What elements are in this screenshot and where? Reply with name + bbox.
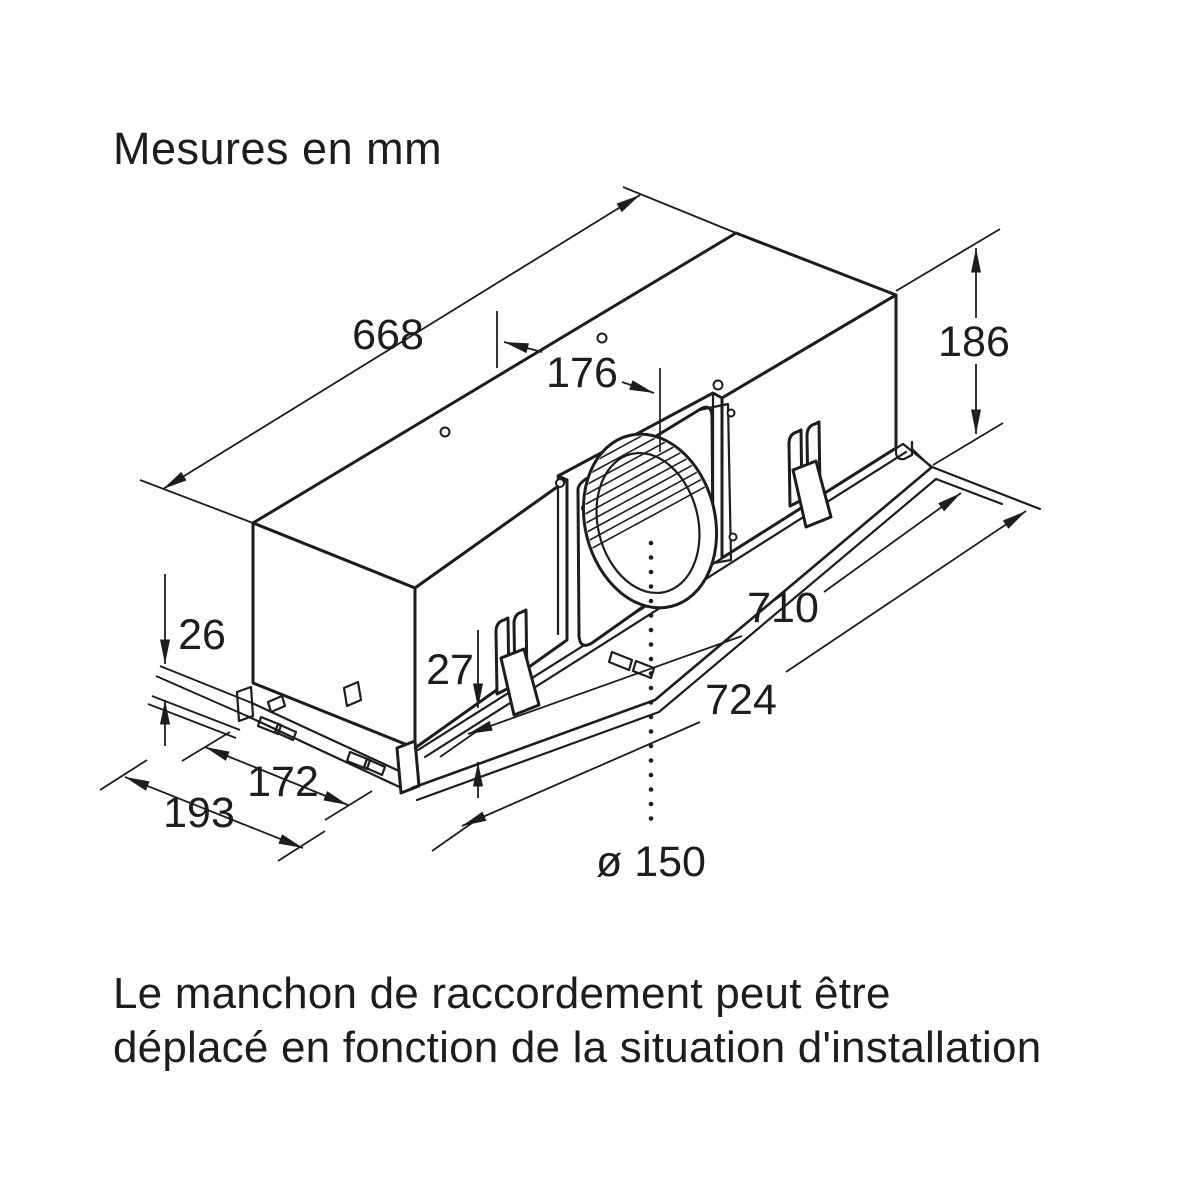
frame-right-edge-thickness <box>934 477 1004 506</box>
plate-hole-icon <box>555 478 565 488</box>
dim-26: 26 <box>147 574 253 746</box>
dim-724: 724 <box>431 510 1027 852</box>
clip-strap <box>499 647 541 717</box>
caption-note: Le manchon de raccordement peut être dép… <box>113 967 1041 1074</box>
screw-hole-icon <box>439 426 451 438</box>
dim-668-label: 668 <box>352 311 424 359</box>
frame-lip-tab <box>266 694 287 714</box>
dim-193: 193 <box>99 759 326 862</box>
flange-hole-icon <box>726 408 736 418</box>
dim-176-label: 176 <box>546 349 618 397</box>
dim-172-label: 172 <box>247 758 319 806</box>
frame-slot <box>273 722 298 742</box>
dim-710-label: 710 <box>747 584 819 632</box>
frame-slot <box>607 650 634 672</box>
dim-27: 27 <box>426 630 483 798</box>
dim-26-label: 26 <box>178 611 226 659</box>
dim-diameter-label: ø 150 <box>596 838 706 886</box>
frame-front-edge-thickness <box>415 477 938 802</box>
dim-668: 668 <box>139 186 737 524</box>
screw-hole-icon <box>596 332 608 344</box>
caption-line-1: Le manchon de raccordement peut être <box>113 969 891 1018</box>
screw-hole-icon <box>712 379 724 391</box>
frame-slot <box>631 659 656 680</box>
dim-27-label: 27 <box>426 646 474 694</box>
frame-left-lip-top <box>250 701 412 778</box>
frame-slot <box>362 757 387 777</box>
frame-front-edge <box>410 465 934 790</box>
dim-duct-diameter: ø 150 <box>596 838 706 886</box>
right-foot-bracket <box>894 430 914 461</box>
dim-186: 186 <box>895 228 1010 466</box>
right-foot-base <box>910 447 932 468</box>
dim-186-label: 186 <box>938 318 1010 366</box>
dim-176: 176 <box>496 311 655 397</box>
frame-lip-tab <box>342 680 363 708</box>
duct-plate-flange <box>697 402 733 567</box>
page-title: Mesures en mm <box>113 123 443 174</box>
dim-724-label: 724 <box>705 676 777 724</box>
frame-right-edge <box>930 465 1042 511</box>
dim-193-label: 193 <box>163 789 235 837</box>
caption-line-2: déplacé en fonction de la situation d'in… <box>113 1022 1042 1072</box>
dim-710: 710 <box>439 492 962 758</box>
clip-strap <box>791 459 833 529</box>
mounting-clip-right <box>787 420 833 529</box>
flange-hole-icon <box>728 532 738 542</box>
mounting-clip-left <box>494 608 541 717</box>
left-box-bottom-edge <box>413 638 569 750</box>
